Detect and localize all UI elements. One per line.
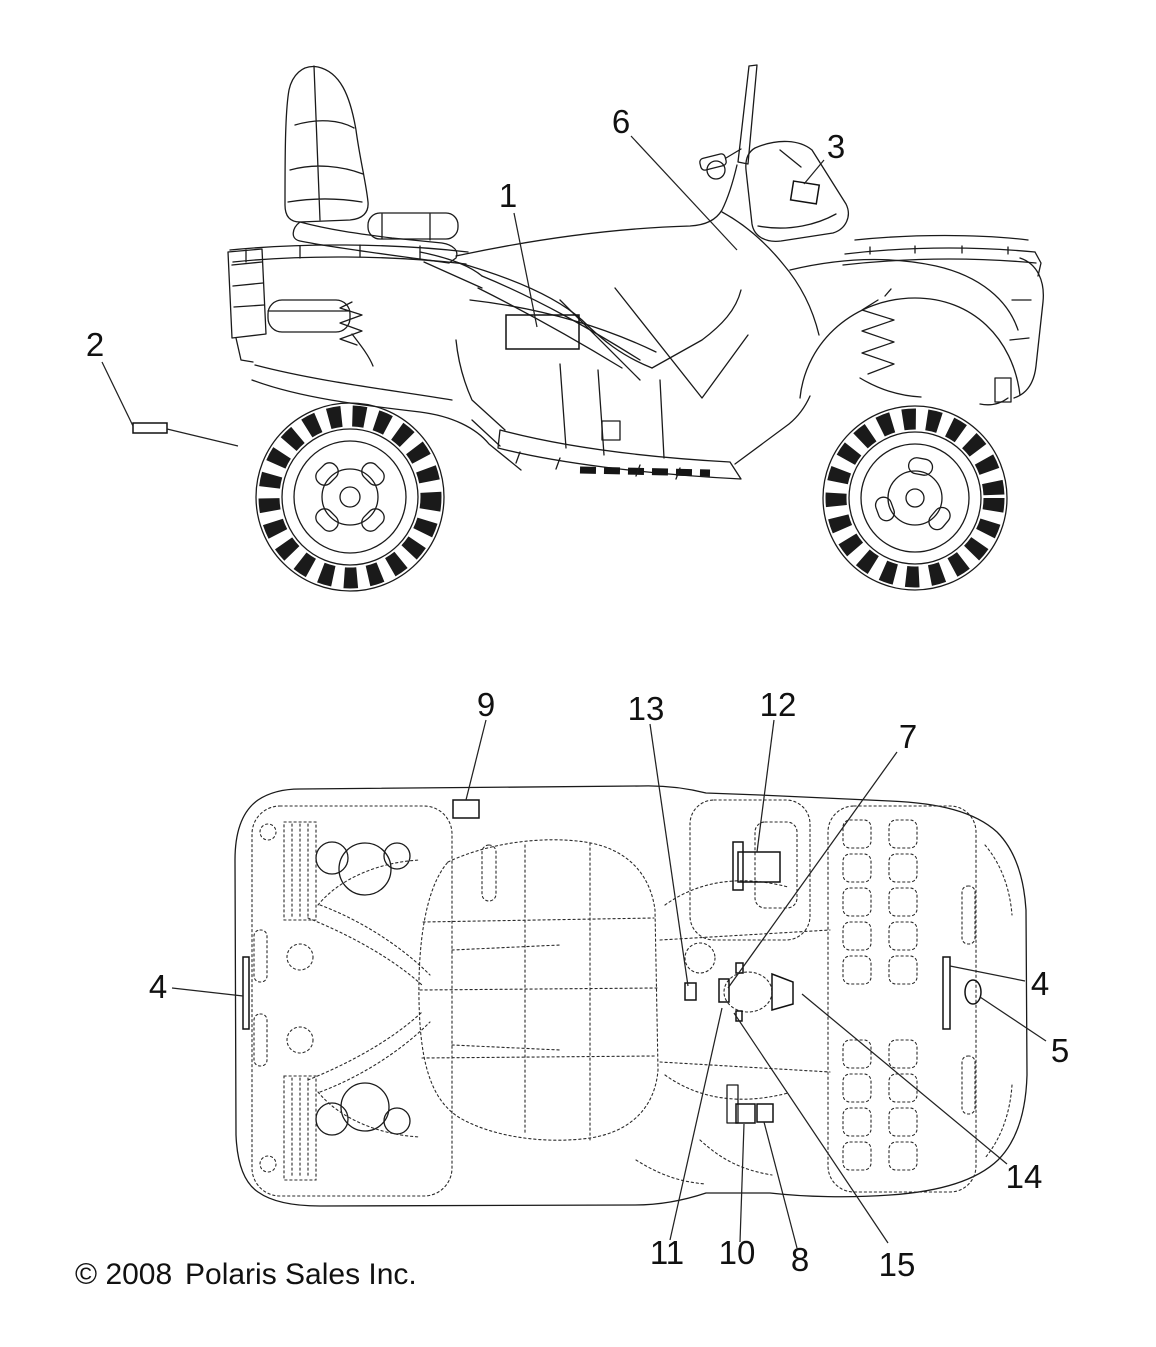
callout-2: 2 xyxy=(86,326,104,363)
callout-6: 6 xyxy=(612,103,630,140)
decal-8-location xyxy=(756,1103,774,1123)
callout-13: 13 xyxy=(628,690,665,727)
copyright-notice: © 2008 Polaris Sales Inc. xyxy=(75,1258,417,1291)
copyright-owner: Polaris Sales Inc. xyxy=(185,1258,417,1291)
bottom-view-decals xyxy=(242,799,982,1124)
decal-13-location xyxy=(684,982,697,1001)
callout-12: 12 xyxy=(760,686,797,723)
leader-line-8 xyxy=(763,1121,798,1249)
center-tub-section xyxy=(418,799,831,1185)
decal-3-location xyxy=(789,180,821,205)
bottom-view-drawing: 9 13 12 7 4 4 5 14 15 11 10 8 xyxy=(149,686,1069,1283)
leader-line-15 xyxy=(733,1012,889,1244)
side-view-drawing: 1 2 3 6 xyxy=(86,64,1044,592)
decal-2-location xyxy=(132,422,168,434)
leader-line-3 xyxy=(803,159,825,185)
leader-line-6 xyxy=(630,135,738,251)
decal-12-bracket xyxy=(732,841,744,891)
decal-5-location xyxy=(964,979,982,1005)
rear-rack-section xyxy=(827,805,1013,1193)
callout-4-right: 4 xyxy=(1031,965,1049,1002)
underbody-outline xyxy=(234,785,1028,1207)
callout-11: 11 xyxy=(650,1234,684,1271)
seat-backrest xyxy=(284,65,459,264)
callout-3: 3 xyxy=(827,128,845,165)
callout-1: 1 xyxy=(499,177,517,214)
leader-line-2 xyxy=(101,361,239,447)
leader-line-4-left xyxy=(171,987,244,997)
front-frame-section xyxy=(251,805,453,1197)
leader-line-13 xyxy=(649,723,689,987)
callout-7: 7 xyxy=(899,718,917,755)
decal-14-cover xyxy=(771,972,794,1011)
leader-line-7 xyxy=(727,751,898,989)
leader-line-12 xyxy=(756,719,775,853)
callout-14: 14 xyxy=(1006,1158,1043,1195)
bottom-view-leaders xyxy=(171,719,1047,1249)
copyright-year: © 2008 xyxy=(75,1258,172,1291)
callout-9: 9 xyxy=(477,686,495,723)
decal-4-right-location xyxy=(942,956,951,1030)
leader-line-14 xyxy=(801,993,1008,1165)
leader-line-4-right xyxy=(949,965,1026,982)
front-wheel xyxy=(822,405,1008,591)
side-view-leaders xyxy=(101,135,825,447)
leader-line-10 xyxy=(739,1123,745,1243)
decal-1-location xyxy=(505,314,580,350)
footboard xyxy=(471,395,811,480)
callout-5: 5 xyxy=(1051,1032,1069,1069)
leader-line-5 xyxy=(979,996,1047,1042)
rear-wheel xyxy=(255,402,445,592)
decal-7-location xyxy=(718,978,730,1003)
callout-10: 10 xyxy=(719,1234,756,1271)
decal-10-location xyxy=(735,1103,756,1124)
body-panels xyxy=(251,64,1044,471)
leader-line-9 xyxy=(465,719,487,801)
leader-line-1 xyxy=(513,212,538,328)
decal-4-left-location xyxy=(242,956,250,1030)
callout-4-left: 4 xyxy=(149,968,167,1005)
callout-8: 8 xyxy=(791,1241,809,1278)
leader-line-11 xyxy=(669,1007,723,1241)
decal-9-location xyxy=(452,799,480,819)
callout-15: 15 xyxy=(879,1246,916,1283)
decal-12-location xyxy=(737,851,781,883)
front-reflector xyxy=(994,377,1012,403)
